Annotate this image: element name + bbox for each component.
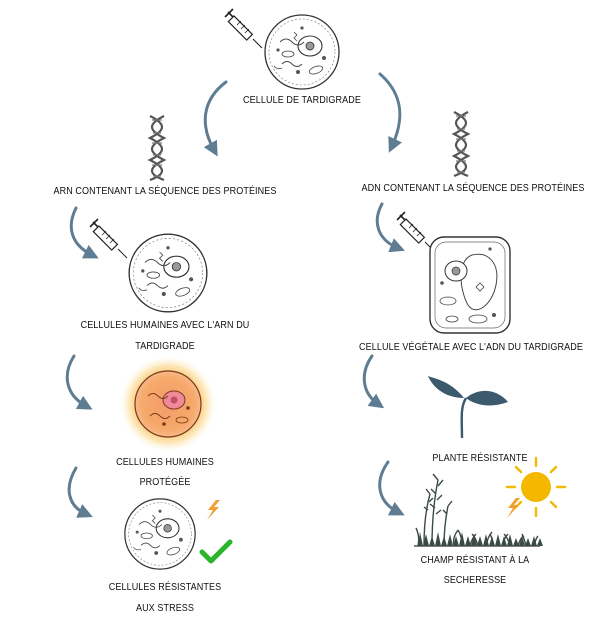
cell-icon	[124, 498, 196, 570]
label-adn: ADN CONTENANT LA SÉQUENCE DES PROTÉINES	[361, 182, 585, 194]
arrow-to-field	[378, 460, 405, 516]
label-arn: ARN CONTENANT LA SÉQUENCE DES PROTÉINES	[53, 185, 277, 197]
cell-icon	[134, 370, 202, 438]
arrow-to-arn	[203, 80, 228, 157]
arrow-to-plant-cell	[375, 202, 405, 253]
dna-icon	[452, 110, 470, 178]
label-tardigrade-cell: CELLULE DE TARDIGRADE	[243, 94, 361, 106]
arrow-to-plant	[362, 354, 385, 409]
arrow-to-adn	[378, 72, 402, 153]
syringe-icon	[396, 211, 435, 252]
label-human-cells-line2: TARDIGRADE	[135, 340, 195, 352]
check-icon	[199, 539, 233, 564]
label-protected-line1: CELLULES HUMAINES	[116, 456, 214, 468]
cell-icon	[128, 233, 208, 313]
label-resistant-cells-line1: CELLULES RÉSISTANTES	[108, 581, 222, 593]
grass-field-icon	[414, 473, 543, 547]
label-field-line2: SECHERESSE	[443, 574, 507, 586]
arrow-to-resistant-cells	[67, 466, 93, 518]
label-field-line1: CHAMP RÉSISTANT À LA	[420, 554, 530, 566]
label-human-cells-line1: CELLULES HUMAINES AVEC L'ARN DU	[80, 319, 250, 331]
arrow-to-human-cells	[69, 206, 99, 259]
sun-icon	[505, 456, 567, 518]
cell-icon	[264, 14, 340, 90]
syringe-icon	[224, 8, 263, 49]
label-plant-cell: CELLULE VÉGÉTALE AVEC L'ADN DU TARDIGRAD…	[359, 341, 583, 353]
label-resistant-cells-line2: AUX STRESS	[135, 602, 195, 614]
arrow-to-protected	[65, 354, 93, 410]
sprout-icon	[428, 376, 508, 439]
dna-icon	[148, 114, 166, 182]
label-plant: PLANTE RÉSISTANTE	[432, 452, 528, 464]
syringe-icon	[89, 218, 128, 259]
lightning-icon	[507, 498, 520, 518]
label-protected-line2: PROTÉGÉE	[139, 476, 191, 488]
lightning-icon	[207, 500, 220, 520]
plant-cell-icon	[429, 236, 511, 334]
